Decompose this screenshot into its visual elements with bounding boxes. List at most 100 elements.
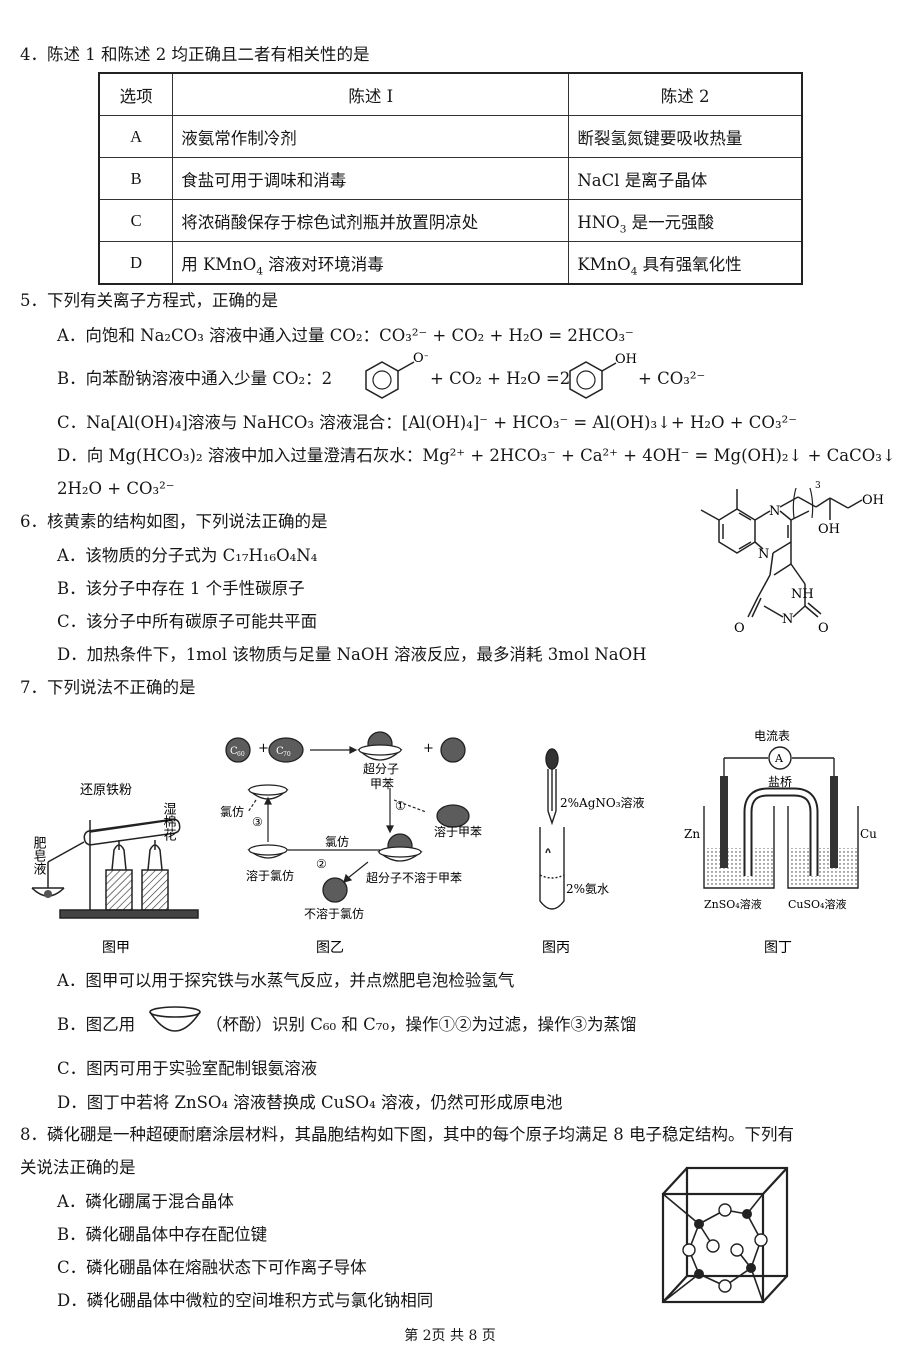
label-op2: ② (316, 857, 327, 871)
figure-bing: 2%AgNO₃溶液 2%氨水 图丙 (539, 748, 645, 956)
q5-option-a: A．向饱和 Na₂CO₃ 溶液中通入过量 CO₂：CO₃²⁻ + CO₂ + H… (57, 326, 634, 345)
ammeter-symbol: A (774, 752, 784, 765)
label-in-chloroform: 溶于氯仿 (246, 868, 294, 883)
label-chloroform-right: 氯仿 (325, 835, 349, 849)
q5-option-d-line1: D．向 Mg(HCO₃)₂ 溶液中加入过量澄清石灰水：Mg²⁺ + 2HCO₃⁻… (57, 446, 900, 465)
table-header-row: 选项 陈述 I 陈述 2 (98, 72, 803, 116)
label-cuso4: CuSO₄溶液 (788, 897, 846, 911)
struct-o4: O (734, 621, 745, 636)
label-supramolecule: 超分子 (363, 761, 399, 776)
label-toluene: 甲苯 (370, 777, 394, 791)
label-salt-bridge: 盐桥 (768, 775, 792, 789)
table-row: A 液氨常作制冷剂 断裂氢氮键要吸收热量 (98, 115, 803, 158)
label-in-toluene: 溶于甲苯 (434, 824, 482, 839)
q4-stem: 4．陈述 1 和陈述 2 均正确且二者有相关性的是 (20, 45, 370, 64)
header-option: 选项 (98, 72, 174, 116)
formula-subscript: 3 (619, 222, 627, 235)
c60-ball-sub: 60 (237, 751, 245, 758)
struct-n5: N (758, 547, 769, 562)
q6-option-d: D．加热条件下，1mol 该物质与足量 NaOH 溶液反应，最多消耗 3mol … (57, 645, 647, 664)
row-statement-2: KMnO4 具有强氧化性 (568, 241, 803, 285)
phenoxide-label: O⁻ (413, 351, 428, 366)
row-statement-2: HNO3 是一元强酸 (568, 199, 803, 242)
row-statement-1: 食盐可用于调味和消毒 (172, 157, 570, 200)
row-statement-1: 将浓硝酸保存于棕色试剂瓶并放置阴凉处 (172, 199, 570, 242)
row-option: D (98, 241, 174, 285)
q5-option-b-suffix: + CO₃²⁻ (638, 369, 706, 388)
phenol-label: OH (615, 352, 637, 367)
statement-text: 是一元强酸 (626, 212, 715, 232)
struct-n10: N (769, 504, 780, 519)
label-chloroform-left: 氯仿 (220, 805, 244, 819)
row-statement-1: 用 KMnO4 溶液对环境消毒 (172, 241, 570, 285)
statement-text: 溶液对环境消毒 (263, 254, 384, 274)
label-cu: Cu (860, 827, 877, 841)
q8-option-c: C．磷化硼晶体在熔融状态下可作离子导体 (57, 1258, 367, 1277)
row-option: C (98, 199, 174, 242)
label-ammonia: 2%氨水 (566, 882, 609, 896)
struct-o2: O (818, 621, 829, 636)
q5-stem: 5．下列有关离子方程式，正确的是 (20, 291, 278, 310)
caption-bing: 图丙 (542, 940, 570, 956)
page-footer: 第 2页 共 8 页 (404, 1328, 496, 1344)
q7-stem: 7．下列说法不正确的是 (20, 678, 196, 697)
q8-stem-line1: 8．磷化硼是一种超硬耐磨涂层材料，其晶胞结构如下图，其中的每个原子均满足 8 电… (20, 1125, 794, 1144)
q5-option-d-line2: 2H₂O + CO₃²⁻ (57, 479, 175, 498)
label-op3: ③ (252, 815, 263, 829)
phenoxide-structure: O⁻ (365, 351, 428, 399)
figure-jia: 还原铁粉 湿棉花 肥皂液 图甲 (31, 783, 199, 956)
statement-text: 具有强氧化性 (637, 254, 742, 274)
calixarene-bowl-icon (149, 1006, 201, 1032)
caption-ding: 图丁 (764, 940, 792, 956)
struct-repeat-subscript: 3 (815, 481, 821, 491)
row-option: A (98, 115, 174, 158)
crystal-cell-diagram (661, 1166, 789, 1304)
caption-jia: 图甲 (102, 940, 130, 956)
struct-oh-end: OH (862, 493, 884, 508)
q5-option-c: C．Na[Al(OH)₄]溶液与 NaHCO₃ 溶液混合：[Al(OH)₄]⁻ … (57, 413, 797, 432)
label-ammeter: 电流表 (754, 729, 790, 743)
formula-text: KMnO (577, 254, 631, 274)
plus-sign-1: + (258, 741, 269, 756)
table-row: B 食盐可用于调味和消毒 NaCl 是离子晶体 (98, 157, 803, 200)
q6-option-b: B．该分子中存在 1 个手性碳原子 (57, 579, 305, 598)
q8-option-b: B．磷化硼晶体中存在配位键 (57, 1225, 268, 1244)
riboflavin-structure: N N NH N O O OH OH 3 (700, 481, 884, 636)
phenol-structure: OH (569, 352, 637, 399)
label-zn: Zn (684, 827, 700, 841)
label-soap: 肥皂液 (31, 836, 47, 875)
q8-stem-line2: 关说法正确的是 (20, 1158, 136, 1177)
label-wet-cotton-text: 湿棉花 (161, 802, 177, 842)
table-row: C 将浓硝酸保存于棕色试剂瓶并放置阴凉处 HNO3 是一元强酸 (98, 199, 803, 242)
label-soap-text: 肥皂液 (31, 836, 47, 875)
caption-yi: 图乙 (316, 940, 344, 956)
label-supra-insoluble: 超分子不溶于甲苯 (366, 870, 462, 885)
figure-ding: 电流表 A 盐桥 Zn Cu ZnSO₄溶液 CuSO₄溶液 图丁 (684, 729, 877, 956)
formula-text: HNO (577, 212, 620, 232)
q8-option-d: D．磷化硼晶体中微粒的空间堆积方式与氯化钠相同 (57, 1291, 434, 1310)
label-agno3: 2%AgNO₃溶液 (560, 795, 645, 810)
label-wet-cotton: 湿棉花 (161, 802, 177, 842)
label-op1: ① (395, 799, 406, 813)
formula-subscript: 4 (630, 264, 638, 277)
q4-table: 选项 陈述 I 陈述 2 A 液氨常作制冷剂 断裂氢氮键要吸收热量 B 食盐可用… (98, 72, 803, 285)
q7-option-b-prefix: B．图乙用 (57, 1015, 136, 1034)
row-statement-2: NaCl 是离子晶体 (568, 157, 803, 200)
label-insoluble-chloroform: 不溶于氯仿 (304, 906, 364, 921)
table-row: D 用 KMnO4 溶液对环境消毒 KMnO4 具有强氧化性 (98, 241, 803, 285)
plus-sign-2: + (423, 741, 434, 756)
q5-option-b-middle: + CO₂ + H₂O =2 (430, 369, 571, 388)
header-statement-1: 陈述 I (172, 72, 570, 116)
c70-ball-sub: 70 (283, 751, 291, 758)
c70-ball-label: C (276, 746, 284, 757)
label-znso4: ZnSO₄溶液 (704, 897, 762, 911)
q7-option-d: D．图丁中若将 ZnSO₄ 溶液替换成 CuSO₄ 溶液，仍然可形成原电池 (57, 1093, 563, 1112)
q7-option-a: A．图甲可以用于探究铁与水蒸气反应，并点燃肥皂泡检验氢气 (57, 971, 515, 990)
q5-option-b-prefix: B．向苯酚钠溶液中通入少量 CO₂：2 (57, 369, 333, 388)
q6-option-a: A．该物质的分子式为 C₁₇H₁₆O₄N₄ (57, 546, 318, 565)
q6-stem: 6．核黄素的结构如图，下列说法正确的是 (20, 512, 328, 531)
figure-yi: + + C 60 C 70 超分子 甲苯 ① 溶于甲苯 氯仿 ③ 氯仿 ② 溶于… (220, 731, 482, 956)
c60-ball-label: C (230, 746, 238, 757)
q8-option-a: A．磷化硼属于混合晶体 (57, 1192, 234, 1211)
